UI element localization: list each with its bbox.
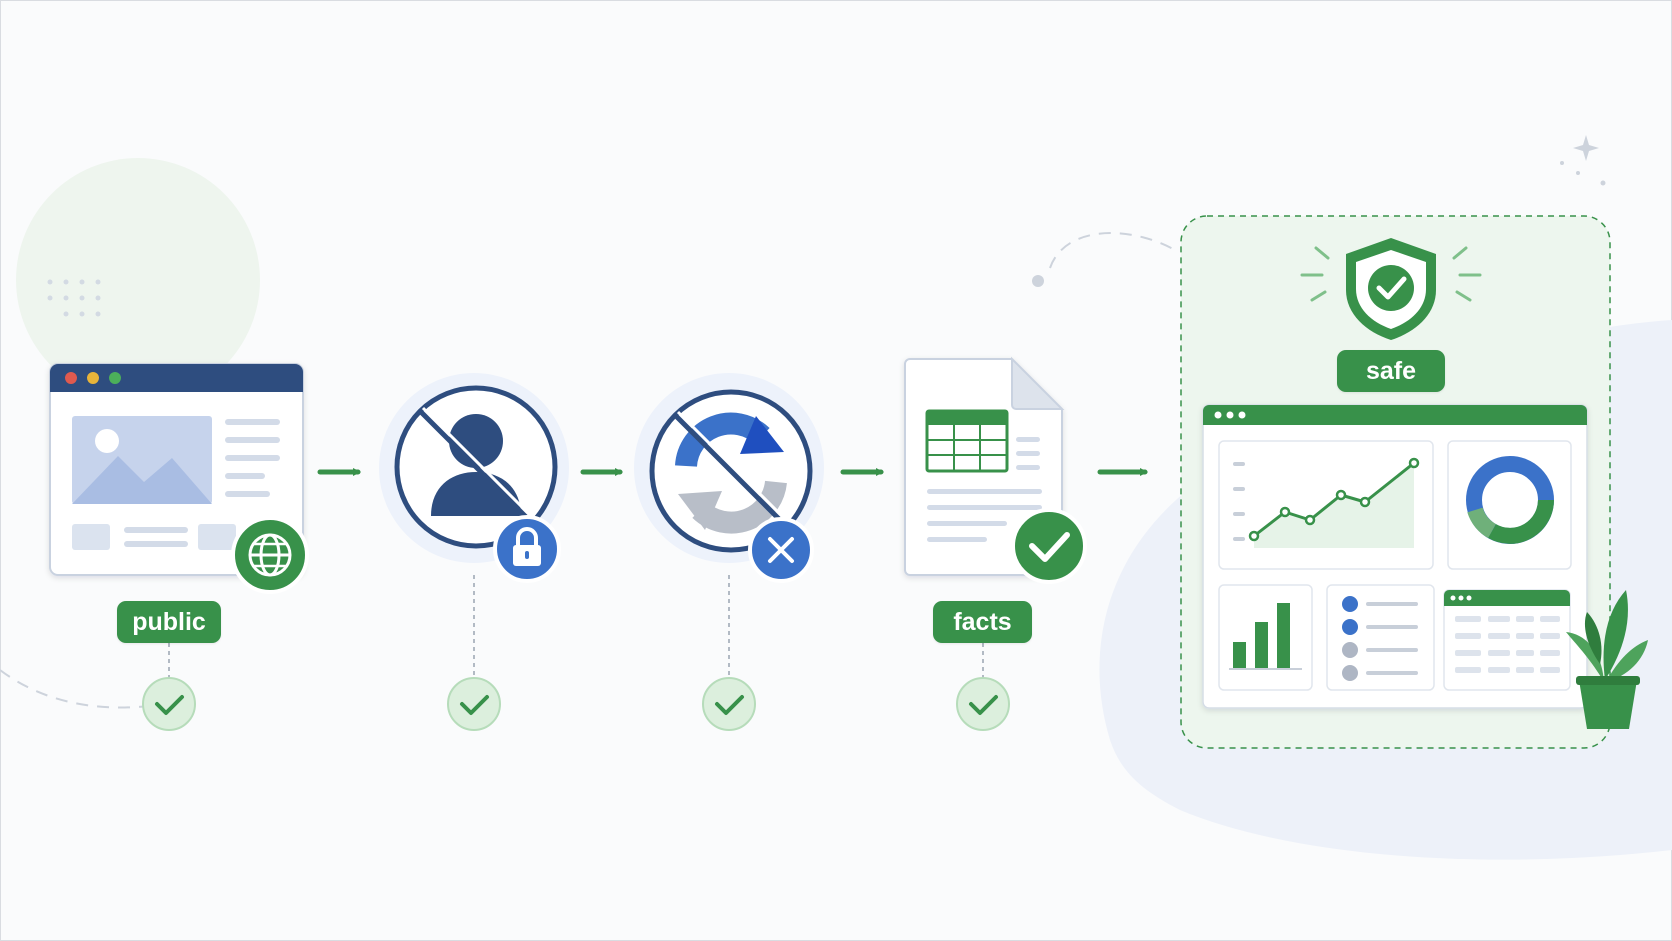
check-badge-public (142, 677, 196, 731)
step-connectors (168, 575, 984, 678)
lock-icon (493, 515, 561, 583)
label-facts: facts (933, 601, 1032, 643)
shield-check-icon (1300, 238, 1482, 340)
label-safe: safe (1337, 350, 1445, 392)
checkmark-icon (1011, 508, 1087, 584)
check-badge-no-copying (702, 677, 756, 731)
public-webpage-illustration (49, 363, 304, 576)
safe-dashboard-illustration (1180, 215, 1611, 749)
close-icon (748, 517, 814, 583)
no-copying-illustration (634, 373, 824, 563)
check-badge-facts (956, 677, 1010, 731)
label-public: public (117, 601, 221, 643)
plant-icon (1566, 590, 1648, 729)
check-badge-no-personal-data (447, 677, 501, 731)
globe-icon (231, 516, 309, 594)
